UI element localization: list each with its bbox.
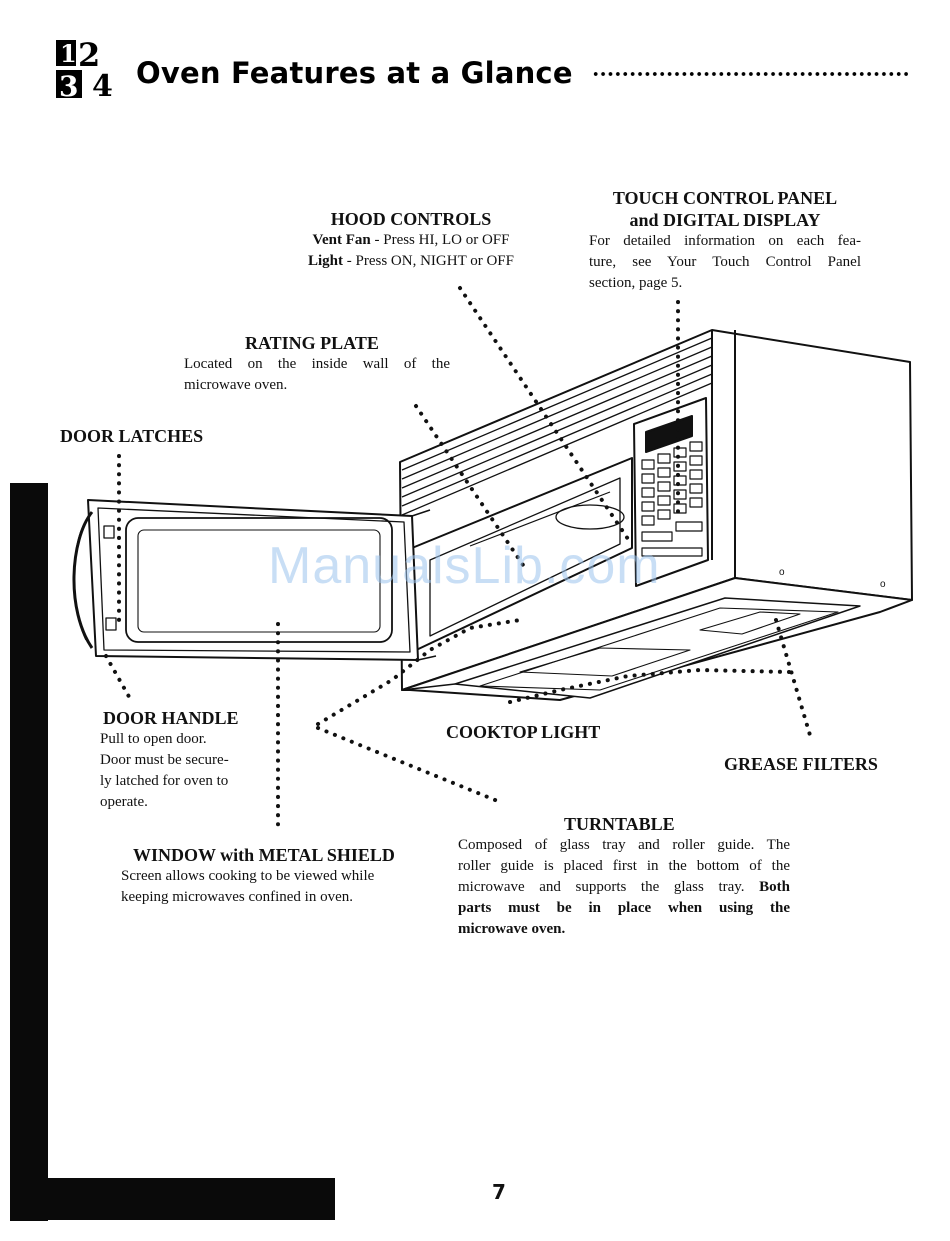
leader-rating-plate bbox=[414, 404, 527, 570]
grease-filters-heading: GREASE FILTERS bbox=[724, 754, 878, 774]
turntable-line: Composed of glass tray and roller guide.… bbox=[458, 837, 790, 853]
callout-hood-controls: HOOD CONTROLS Vent Fan - Press HI, LO or… bbox=[286, 208, 536, 272]
turntable-bold-line: microwave oven. bbox=[458, 921, 566, 937]
leader-hood-controls bbox=[458, 286, 634, 547]
turntable-bold-line: parts must be in place when using the bbox=[458, 900, 790, 916]
callout-touch-control-panel: TOUCH CONTROL PANEL and DIGITAL DISPLAY … bbox=[589, 187, 861, 294]
callout-door-handle: DOOR HANDLE Pull to open door. Door must… bbox=[100, 707, 270, 813]
door-handle-line: Door must be secure- bbox=[100, 752, 229, 768]
touch-control-line: ture, see Your Touch Control Panel bbox=[589, 254, 861, 270]
turntable-line: microwave and supports the glass tray. bbox=[458, 879, 745, 895]
keypad-buttons bbox=[641, 441, 703, 557]
watermark: ManualsLib.com bbox=[268, 537, 661, 595]
hood-controls-heading: HOOD CONTROLS bbox=[330, 209, 492, 229]
badge-digit-3: 3 bbox=[59, 70, 78, 98]
window-line: Screen allows cooking to be viewed while bbox=[121, 868, 375, 884]
callout-door-latches: DOOR LATCHES bbox=[60, 425, 203, 447]
cooktop-light-heading: COOKTOP LIGHT bbox=[446, 722, 601, 742]
touch-control-line: section, page 5. bbox=[589, 275, 683, 291]
badge-digit-1: 1 bbox=[60, 39, 77, 68]
bottom-margin-bar bbox=[10, 1178, 335, 1220]
leader-lines bbox=[104, 286, 814, 834]
light-text: - Press ON, NIGHT or OFF bbox=[343, 253, 514, 269]
vent-fan-label: Vent Fan bbox=[312, 232, 371, 248]
door-handle-heading: DOOR HANDLE bbox=[103, 708, 239, 728]
lower-door-latch bbox=[105, 617, 117, 631]
touch-control-heading-2: and DIGITAL DISPLAY bbox=[629, 210, 821, 230]
svg-text:o: o bbox=[779, 567, 785, 578]
door-latches-heading: DOOR LATCHES bbox=[60, 426, 204, 446]
page-badge-icon: 1 2 3 4 bbox=[56, 38, 113, 98]
vent-fan-text: - Press HI, LO or OFF bbox=[370, 232, 510, 248]
touch-control-line: For detailed information on each fea- bbox=[589, 233, 861, 249]
door-handle-line: ly latched for oven to bbox=[100, 773, 229, 789]
badge-digit-4: 4 bbox=[92, 69, 113, 98]
leader-turntable bbox=[316, 726, 502, 804]
callout-rating-plate: RATING PLATE Located on the inside wall … bbox=[184, 332, 450, 396]
window-line: keeping microwaves confined in oven. bbox=[121, 889, 354, 905]
svg-text:o: o bbox=[880, 579, 886, 590]
title-dot-leader bbox=[592, 68, 908, 80]
light-label: Light bbox=[308, 253, 344, 269]
top-vent-slats bbox=[401, 337, 713, 516]
door-handle-line: Pull to open door. bbox=[100, 731, 207, 747]
door-handle-line: operate. bbox=[100, 794, 148, 810]
turntable-heading: TURNTABLE bbox=[564, 814, 675, 834]
touch-control-heading-1: TOUCH CONTROL PANEL bbox=[612, 188, 838, 208]
page-number: 7 bbox=[492, 1180, 506, 1204]
callout-window-metal-shield: WINDOW with METAL SHIELD Screen allows c… bbox=[121, 844, 431, 908]
badge-digit-2: 2 bbox=[78, 38, 100, 74]
leader-grease-filters-a bbox=[774, 618, 814, 744]
turntable-bold-inline: Both bbox=[744, 879, 791, 895]
window-heading: WINDOW with METAL SHIELD bbox=[133, 845, 395, 865]
upper-door-latch bbox=[103, 525, 115, 539]
callout-turntable: TURNTABLE Composed of glass tray and rol… bbox=[458, 813, 790, 940]
turntable-line: roller guide is placed first in the bott… bbox=[458, 858, 790, 874]
leader-door-handle bbox=[104, 654, 134, 704]
leader-cooktop-light bbox=[316, 618, 522, 726]
rating-plate-line: Located on the inside wall of the bbox=[184, 356, 450, 372]
rating-plate-line: microwave oven. bbox=[184, 377, 288, 393]
callout-grease-filters: GREASE FILTERS bbox=[724, 753, 878, 775]
callout-cooktop-light: COOKTOP LIGHT bbox=[446, 721, 600, 743]
page-title: Oven Features at a Glance bbox=[136, 56, 573, 90]
left-margin-bar bbox=[10, 483, 48, 1221]
rating-plate-heading: RATING PLATE bbox=[245, 333, 379, 353]
door-window bbox=[125, 517, 393, 643]
